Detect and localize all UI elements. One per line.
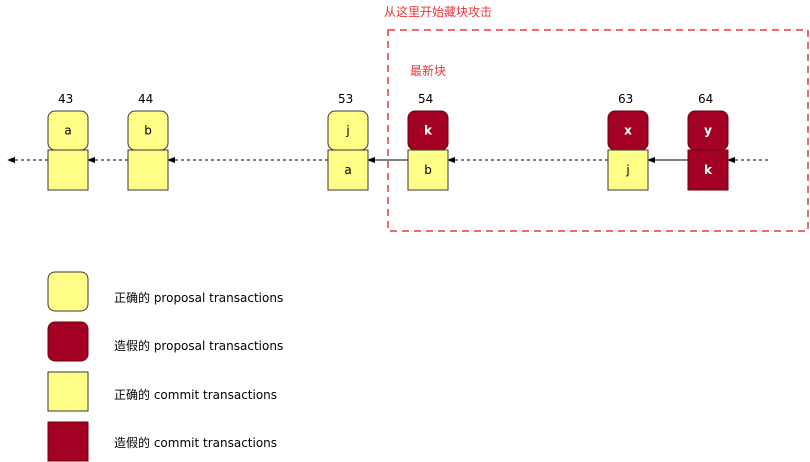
block-number: 44 <box>138 92 153 106</box>
attack-region-title: 从这里开始藏块攻击 <box>384 4 492 19</box>
commit-label: k <box>704 163 713 177</box>
legend-item: 正确的 commit transactions <box>47 371 277 412</box>
block-number: 54 <box>418 92 433 106</box>
block-53: 53 j a <box>327 92 369 191</box>
legend-item: 正确的 proposal transactions <box>47 271 283 312</box>
legend-proposal-swatch <box>47 271 89 312</box>
block-44: 44 b <box>127 92 169 191</box>
legend-item: 造假的 commit transactions <box>47 421 277 462</box>
proposal-label: x <box>624 124 632 138</box>
block-number: 64 <box>698 92 713 106</box>
proposal-label: j <box>345 124 349 138</box>
legend: 正确的 proposal transactions 造假的 proposal tr… <box>47 271 283 462</box>
commit-box <box>687 149 729 191</box>
commit-box <box>607 149 649 191</box>
chain: 43 a 44 b 53 j a 54 k b 63 x j 64 y k <box>7 92 768 191</box>
block-number: 53 <box>338 92 353 106</box>
legend-label: 正确的 commit transactions <box>114 387 277 402</box>
latest-block-label: 最新块 <box>410 63 446 78</box>
block-number: 43 <box>58 92 73 106</box>
block-number: 63 <box>618 92 633 106</box>
legend-commit-swatch <box>47 421 89 462</box>
commit-box <box>327 149 369 191</box>
block-63: 63 x j <box>607 92 649 191</box>
proposal-label: a <box>64 124 71 138</box>
block-64: 64 y k <box>687 92 729 191</box>
block-54: 54 k b <box>407 92 449 191</box>
commit-label: b <box>424 163 432 177</box>
legend-label: 造假的 commit transactions <box>114 435 277 450</box>
commit-label: a <box>344 163 351 177</box>
commit-box <box>127 149 169 191</box>
legend-label: 造假的 proposal transactions <box>114 338 283 353</box>
proposal-label: y <box>704 124 712 138</box>
legend-proposal-swatch <box>47 321 89 362</box>
legend-label: 正确的 proposal transactions <box>114 290 283 305</box>
commit-box <box>47 149 89 191</box>
legend-commit-swatch <box>47 371 89 412</box>
proposal-label: b <box>144 124 152 138</box>
legend-item: 造假的 proposal transactions <box>47 321 283 362</box>
block-43: 43 a <box>47 92 89 191</box>
proposal-label: k <box>424 124 433 138</box>
commit-label: j <box>625 163 629 177</box>
commit-box <box>407 149 449 191</box>
attack-region-box <box>387 29 809 232</box>
